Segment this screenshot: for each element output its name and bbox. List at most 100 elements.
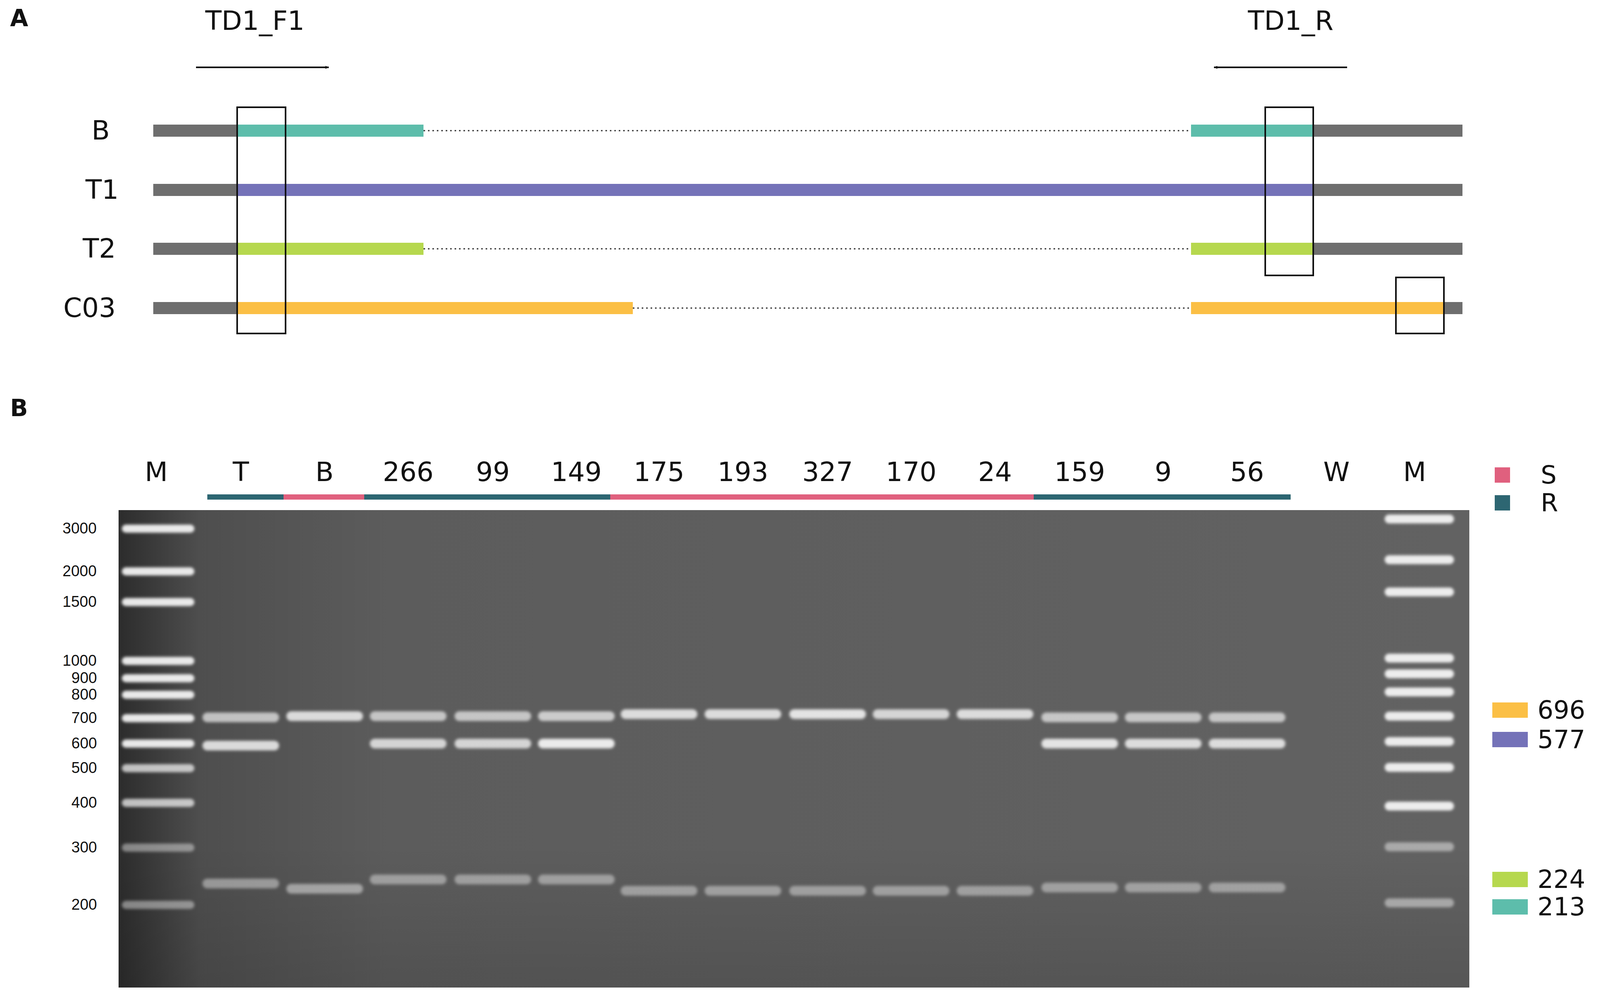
ladder-band (1384, 842, 1454, 852)
sample-band (454, 711, 532, 722)
legend-swatch (1494, 467, 1511, 483)
ladder-size-label: 600 (71, 734, 97, 753)
primer-label: TD1_F1 (205, 5, 305, 37)
sample-band (1124, 882, 1202, 893)
ladder-band (1384, 801, 1454, 811)
sample-band (202, 740, 280, 751)
susceptible-bar (610, 494, 1034, 500)
ladder-size-label: 2000 (62, 562, 97, 581)
sample-band (1041, 738, 1119, 749)
ladder-size-label: 900 (71, 669, 97, 688)
ladder-band (121, 798, 195, 808)
reverse-primer-arrow (1214, 66, 1348, 69)
legend-swatch (1492, 871, 1528, 888)
lane-label: 159 (1054, 456, 1106, 488)
lane-label: 266 (382, 456, 434, 488)
panel-letter: A (10, 4, 29, 32)
allele-bar (1191, 242, 1314, 255)
lane-label: 193 (717, 456, 769, 488)
legend-text: 577 (1537, 725, 1586, 754)
primer-arrows (196, 67, 1348, 68)
ladder-band (1384, 669, 1454, 679)
track-label: T2 (82, 233, 116, 265)
sample-band (538, 738, 615, 749)
ladder-size-label: 3000 (62, 519, 97, 538)
track-label: C03 (63, 292, 116, 324)
sample-band (1208, 738, 1286, 749)
legend-text: R (1540, 488, 1559, 518)
sample-band (286, 884, 363, 894)
resistant-bar (364, 494, 611, 500)
lane-label: 327 (802, 456, 854, 488)
deletion-line (423, 248, 1192, 250)
sample-band (789, 709, 866, 720)
lane-label: 149 (550, 456, 602, 488)
legend-swatch (1492, 899, 1528, 915)
legend-text: 696 (1537, 695, 1586, 725)
legend-text: S (1540, 460, 1557, 490)
ladder-band (121, 739, 195, 748)
forward-primer-arrow (196, 66, 329, 69)
primer-site-box (1395, 277, 1444, 334)
lane-label: 175 (633, 456, 685, 488)
deletion-line (632, 307, 1192, 309)
gel-bands (121, 514, 1454, 910)
legend-swatch (1492, 732, 1528, 748)
flank-bar (153, 242, 238, 255)
ladder-band (121, 843, 195, 852)
flank-bar (153, 124, 238, 137)
ladder-band (1384, 555, 1454, 565)
ladder-band (121, 901, 195, 910)
ladder-band (121, 657, 195, 666)
sample-band (956, 886, 1034, 896)
sample-band (1124, 712, 1202, 723)
ladder-band (1384, 653, 1454, 663)
susceptible-bar (283, 494, 365, 500)
deletion-line (423, 130, 1192, 132)
lane-group-bars (207, 494, 1291, 500)
sample-band (956, 709, 1034, 720)
sample-band (704, 709, 782, 720)
lane-label: T (232, 456, 249, 488)
ladder-band (121, 524, 195, 533)
ladder-band (1384, 687, 1454, 697)
ladder-size-label: 200 (71, 896, 97, 914)
sample-band (1124, 738, 1202, 749)
sample-band (1041, 882, 1119, 893)
primer-site-box (237, 107, 286, 334)
legend-text: 224 (1537, 865, 1586, 894)
lane-label: M (144, 456, 168, 488)
resistant-bar (207, 494, 284, 500)
ladder-band (1384, 763, 1454, 772)
sample-band (872, 709, 950, 720)
sample-band (620, 886, 698, 896)
sample-band (454, 738, 532, 749)
ladder-size-label: 1500 (62, 593, 97, 612)
ladder-band (121, 674, 195, 683)
ladder-size-label: 300 (71, 838, 97, 857)
allele-bar (237, 302, 633, 315)
sample-band (1208, 882, 1286, 893)
allele-bar (237, 242, 424, 255)
lane-label: M (1403, 456, 1427, 488)
sample-band (369, 738, 447, 749)
lane-label: 9 (1154, 456, 1172, 488)
allele-bar (1191, 124, 1314, 137)
sample-band (704, 886, 782, 896)
ladder-band (121, 598, 195, 607)
panel-letter: B (10, 394, 28, 422)
ladder-size-label: 800 (71, 686, 97, 704)
ladder-size-label: 500 (71, 759, 97, 778)
ladder-size-label: 400 (71, 794, 97, 812)
track-label: B (91, 115, 110, 147)
gel-shading (118, 510, 1470, 988)
sample-band (202, 712, 280, 723)
lane-label: 24 (978, 456, 1012, 488)
sample-band (1041, 712, 1119, 723)
flank-bar (1313, 242, 1463, 255)
ladder-size-label: 700 (71, 709, 97, 728)
primer-label: TD1_R (1247, 5, 1334, 37)
sample-band (872, 886, 950, 896)
ladder-size-label: 1000 (62, 652, 97, 670)
